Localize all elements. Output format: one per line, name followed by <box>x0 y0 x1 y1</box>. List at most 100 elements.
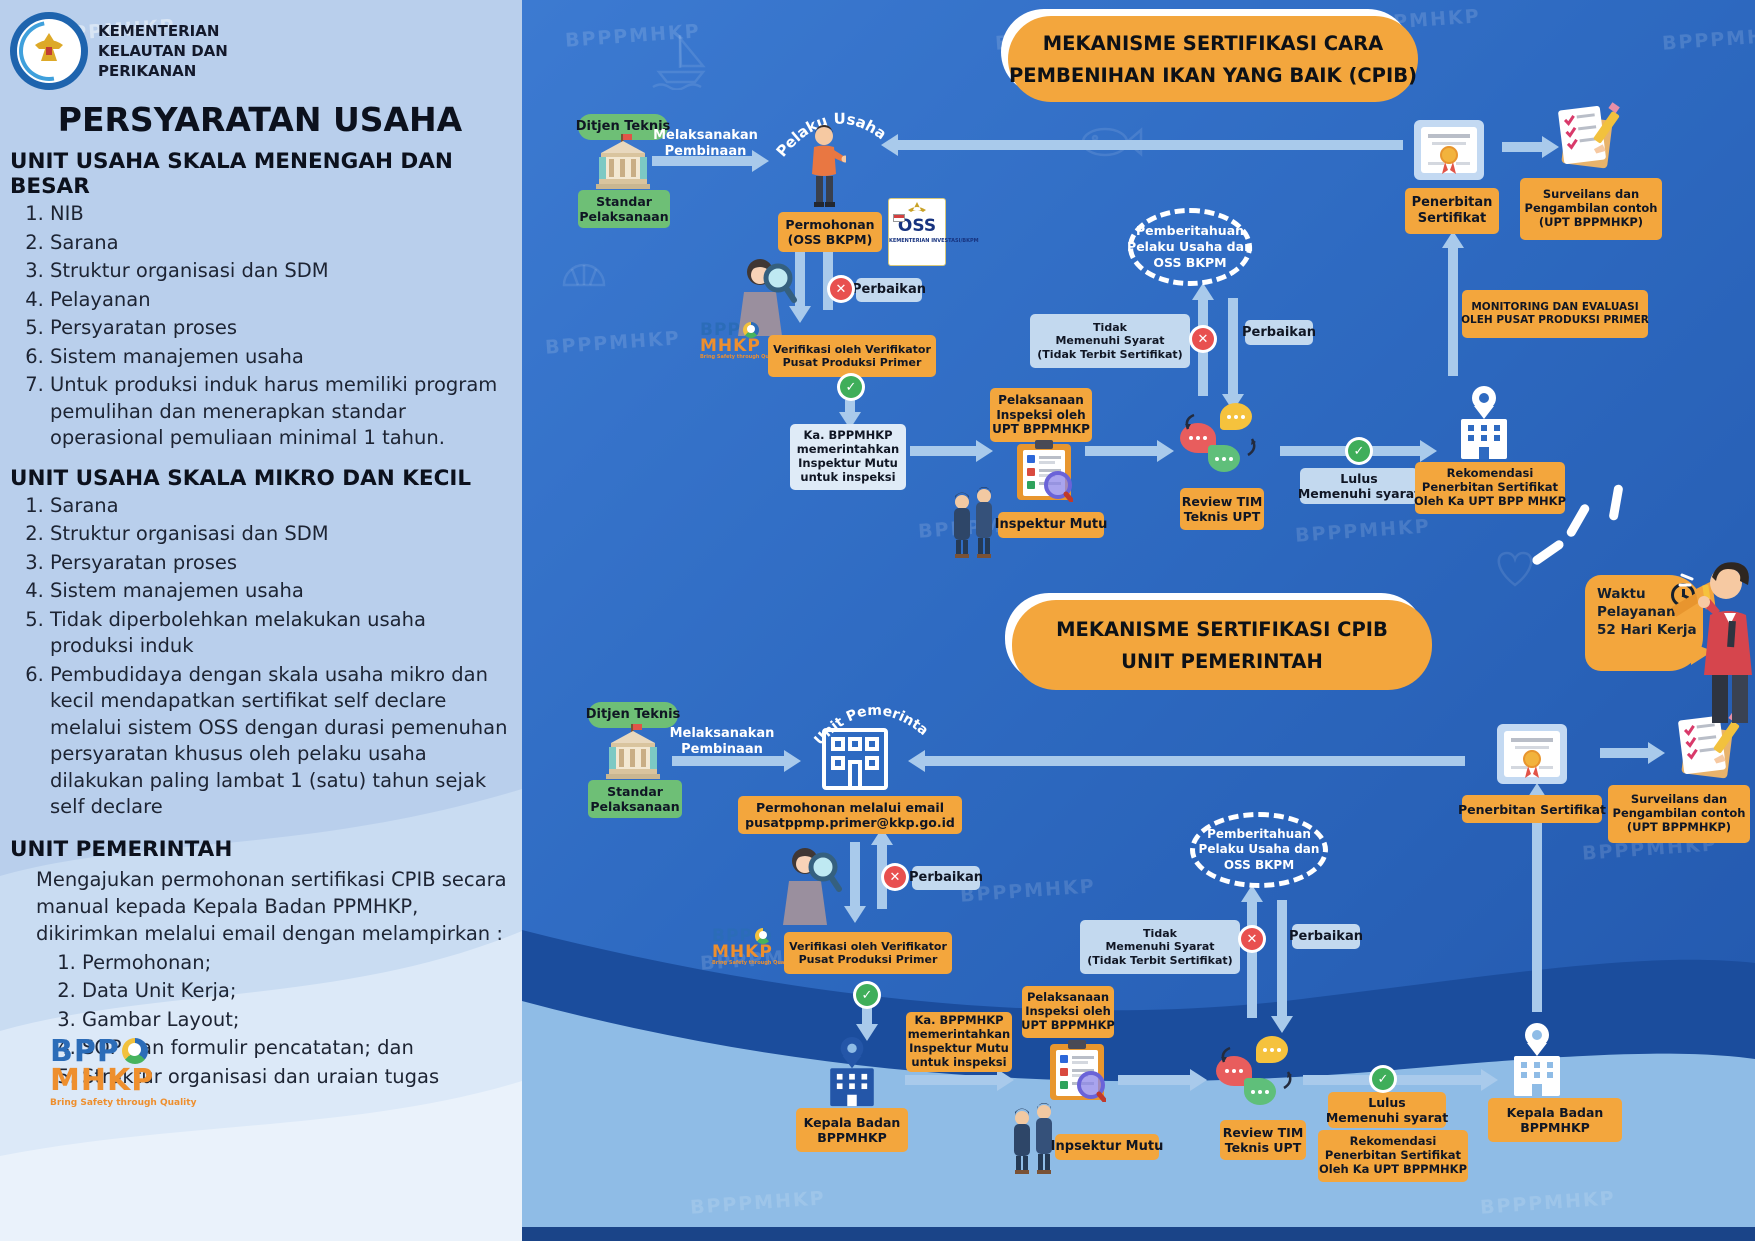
bppmhkp-logo-small: BPP MHKP Bring Safety through Quality <box>712 928 793 966</box>
oss-wordmark: OSS <box>889 214 945 235</box>
label-line: MONITORING DAN EVALUASI <box>1471 301 1639 314</box>
label-line: Pelaku Usaha dan <box>1127 238 1253 254</box>
flow1-title: MEKANISME SERTIFIKASI CARA PEMBENIHAN IK… <box>1008 16 1418 102</box>
bpp-tagline: Bring Safety through Quality <box>700 354 782 361</box>
label-line: Pusat Produksi Primer <box>782 356 922 369</box>
review-tim-box: Review TIM Teknis UPT <box>1180 488 1264 530</box>
label-line: Standar <box>607 784 663 799</box>
flow-arrow <box>1448 248 1458 376</box>
label-line: Surveilans dan <box>1630 792 1728 807</box>
ministry-line: PERIKANAN <box>98 62 197 81</box>
label-line: Lulus <box>1340 471 1378 486</box>
label-line: Inspektur Mutu <box>994 517 1108 533</box>
label-line: pusatppmp.primer@kkp.go.id <box>745 815 955 830</box>
label-line: Perbaikan <box>909 870 983 886</box>
bppmhkp-logo-small: BPP MHKP Bring Safety through Quality <box>700 322 781 360</box>
reject-icon <box>830 278 852 300</box>
label-line: Pusat Produksi Primer <box>798 953 938 966</box>
list-item: Persyaratan proses <box>50 550 510 577</box>
bpp-logo-text: BPP <box>50 1034 120 1069</box>
flow2-title: MEKANISME SERTIFIKASI CPIB UNIT PEMERINT… <box>1012 600 1432 690</box>
inspectors-icon <box>1014 1103 1052 1174</box>
label-line: BPPMHKP <box>817 1130 887 1145</box>
flow-arrow <box>850 842 860 906</box>
label-line: Penerbitan Sertifikat <box>1458 801 1606 817</box>
pemerintah-intro: Mengajukan permohonan sertifikasi CPIB s… <box>36 867 507 946</box>
ka-bppmhkp-instruction-box: Ka. BPPMHKP memerintahkan Inspektur Mutu… <box>906 1012 1012 1072</box>
label-line: Melaksanakan <box>669 726 775 741</box>
flow-arrow <box>1600 748 1648 758</box>
approve-icon <box>1348 440 1370 462</box>
bppmhkp-logo: BPP MHKP Bring Safety through Quality <box>50 1037 196 1108</box>
kepala-badan-box: Kepala Badan BPPMHKP <box>796 1108 908 1152</box>
label-line: Inspeksi oleh <box>1025 1004 1111 1019</box>
label-line: Ka. BPPMHKP <box>803 428 893 443</box>
bpp-logo-text: BPP <box>712 926 753 946</box>
label-line: Rekomendasi <box>1446 466 1534 481</box>
sailboat-doodle <box>652 34 706 90</box>
bpp-logo-text: MHKP <box>700 336 761 357</box>
list-menengah-besar: NIB Sarana Struktur organisasi dan SDM P… <box>10 201 510 452</box>
title-line: UNIT PEMERINTAH <box>1121 649 1323 673</box>
flow-arrow <box>862 1008 872 1024</box>
left-panel-curves <box>0 789 522 1241</box>
label-line: (UPT BPPMHKP) <box>1626 819 1732 834</box>
list-item: Permohonan; <box>82 950 510 977</box>
tidak-memenuhi-box: Tidak Memenuhi Syarat (Tidak Terbit Sert… <box>1080 920 1240 974</box>
ka-bppmhkp-instruction-box: Ka. BPPMHKP memerintahkan Inspektur Mutu… <box>790 424 906 490</box>
label-line: Inpsektur Mutu <box>1050 1139 1164 1155</box>
ministry-name: KEMENTERIAN KELAUTAN DAN PERIKANAN <box>98 21 228 82</box>
melaksanakan-pembinaan-label: Melaksanakan Pembinaan <box>662 726 782 759</box>
verifikasi-box: Verifikasi oleh Verifikator Pusat Produk… <box>768 335 936 377</box>
bpp-tagline: Bring Safety through Quality <box>712 960 794 967</box>
title-line: MEKANISME SERTIFIKASI CPIB <box>1056 617 1388 641</box>
government-building-icon <box>596 134 650 189</box>
label-line: Pelaku Usaha dan <box>1198 842 1320 857</box>
flow-arrow <box>1247 902 1257 1018</box>
flow-arrow <box>877 845 887 909</box>
label-line: Pemberitahuan <box>1207 826 1311 841</box>
lulus-label: Lulus Memenuhi syarat <box>1325 1092 1449 1128</box>
perbaikan-label: Perbaikan <box>909 866 983 890</box>
label-line: Standar <box>596 194 652 209</box>
flow-arrow <box>1532 800 1542 1012</box>
surveilans-box: Surveilans dan Pengambilan contoh (UPT B… <box>1520 178 1662 240</box>
permohonan-oss-box: Permohonan (OSS BKPM) <box>778 212 882 252</box>
flow-arrow <box>1228 298 1238 394</box>
label-line: Sertifikat <box>1417 211 1487 226</box>
ditjen-teknis-label: Ditjen Teknis <box>585 702 681 728</box>
label-line: Review TIM <box>1222 1125 1304 1140</box>
label-line: Memenuhi syarat <box>1325 1110 1449 1125</box>
title-line: PEMBENIHAN IKAN YANG BAIK (CPIB) <box>1009 63 1417 87</box>
label-line: (Tidak Terbit Sertifikat) <box>1087 953 1233 967</box>
inspektur-mutu-label: Inspektur Mutu <box>995 512 1107 538</box>
label-line: Ditjen Teknis <box>585 707 681 723</box>
heart-doodle <box>1497 551 1533 587</box>
shell-doodle <box>562 263 606 287</box>
label-line: Pelaksanaan <box>579 209 669 224</box>
flow-arrow <box>905 1075 997 1085</box>
list-item: Pelayanan <box>50 287 510 314</box>
oss-caption: KEMENTERIAN INVESTASI/BKPM <box>889 238 979 244</box>
label-line: Permohonan <box>785 217 875 232</box>
label-line: Ka. BPPMHKP <box>914 1013 1004 1028</box>
bpp-logo-text: BPP <box>700 320 741 340</box>
label-line: Verifikasi oleh Verifikator <box>773 342 931 356</box>
label-line: (Tidak Terbit Sertifikat) <box>1037 347 1183 361</box>
list-item: Pembudidaya dengan skala usaha mikro dan… <box>50 662 510 821</box>
label-line: Rekomendasi <box>1349 1134 1437 1149</box>
flow-arrow <box>925 756 1465 766</box>
list-item: NIB <box>50 201 510 228</box>
label-line: Kepala Badan <box>803 1115 901 1130</box>
standar-pelaksanaan-label: Standar Pelaksanaan <box>578 190 670 228</box>
oss-logo: OSS KEMENTERIAN INVESTASI/BKPM <box>888 198 979 266</box>
label-line: UPT BPPMHKP <box>992 422 1090 437</box>
label-line: Oleh Ka UPT BPP MHKP <box>1413 493 1567 508</box>
flow-arrow <box>823 252 833 310</box>
label-line: Memenuhi syarat <box>1297 486 1421 501</box>
reject-icon <box>884 866 906 888</box>
label-line: Kepala Badan <box>1506 1105 1604 1120</box>
label-line: Pelaksanaan <box>1026 990 1110 1005</box>
permohonan-email-box: Permohonan melalui email pusatppmp.prime… <box>738 796 962 834</box>
